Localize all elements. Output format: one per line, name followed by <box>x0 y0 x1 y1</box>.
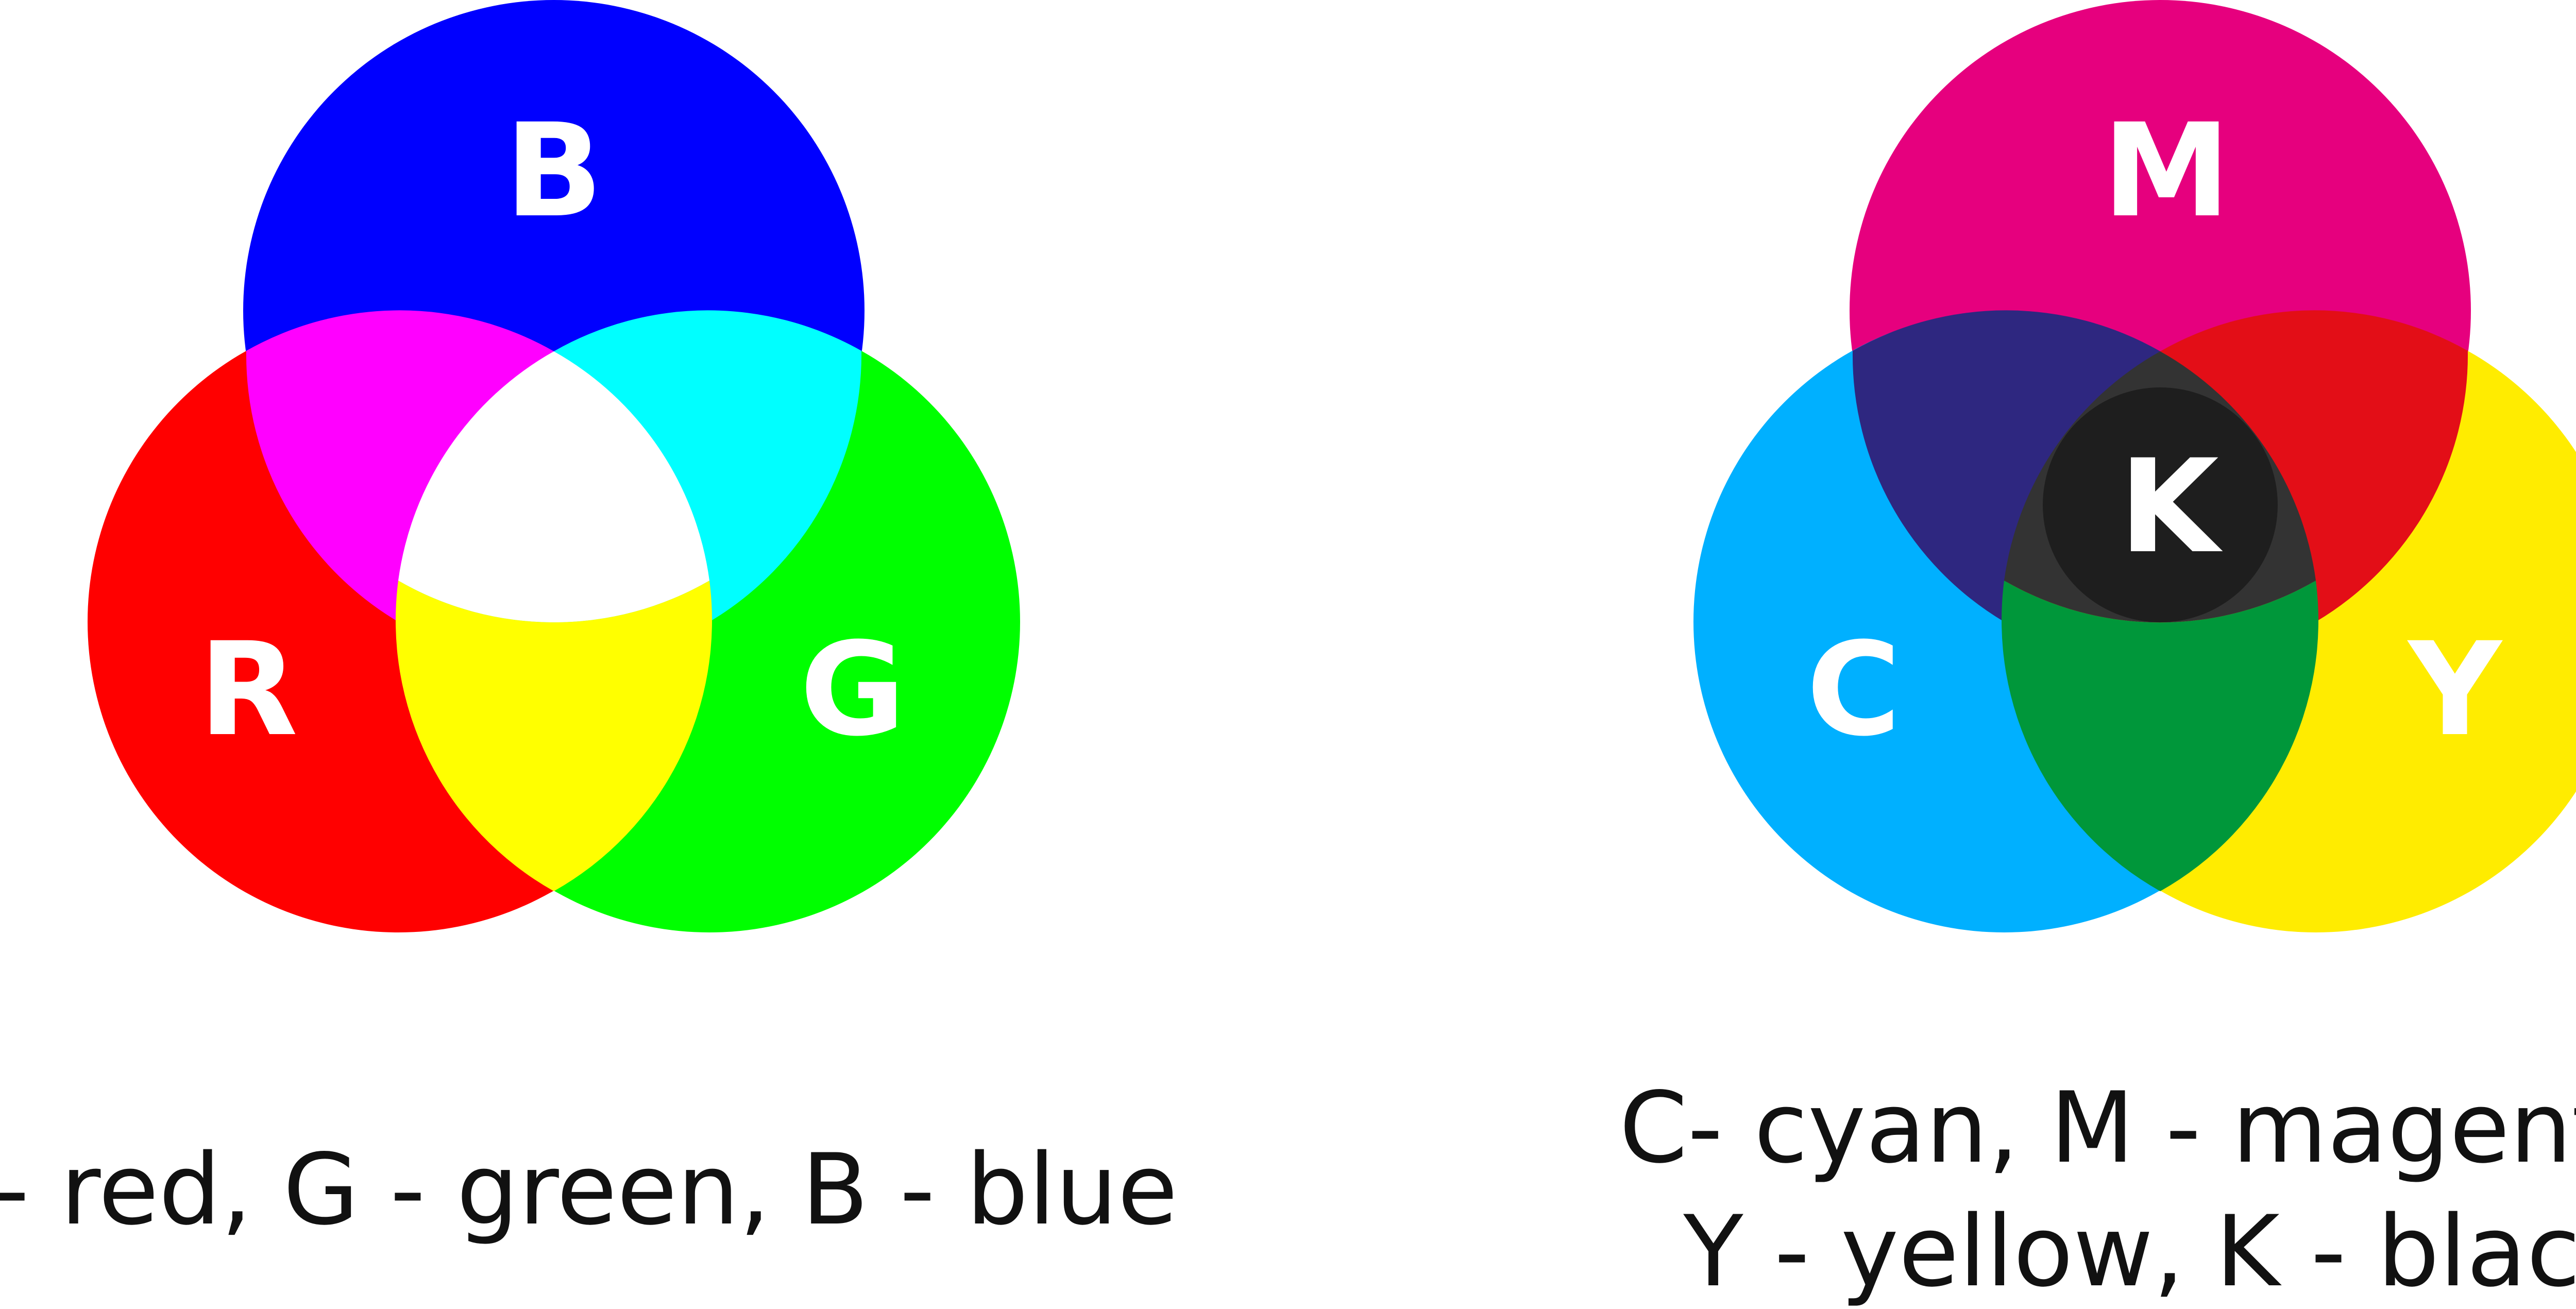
cmyk-label-c: C <box>1806 615 1901 764</box>
rgb-caption: R- red, G - green, B - blue <box>0 1133 1178 1247</box>
cmyk-red-overlap <box>2160 310 2468 622</box>
cmyk-label-m: M <box>2103 96 2231 246</box>
cmyk-black-circle <box>2043 387 2278 622</box>
rgb-cyan-overlap <box>554 310 862 622</box>
rgb-label-g: G <box>800 615 905 764</box>
cmyk-green-overlap <box>2002 581 2319 891</box>
rgb-label-b: B <box>505 96 603 246</box>
cmyk-diagram: M C Y K C- cyan, M - magenta, Y - yellow… <box>1619 0 2576 1308</box>
cmyk-caption-line-1: C- cyan, M - magenta, <box>1619 1071 2576 1185</box>
cmyk-label-k: K <box>2119 432 2223 582</box>
rgb-white-center <box>398 351 709 623</box>
rgb-diagram: B R G R- red, G - green, B - blue <box>0 0 1178 1247</box>
rgb-magenta-overlap <box>246 310 554 622</box>
cmyk-blue-overlap <box>1852 310 2160 622</box>
cmyk-caption-line-2: Y - yellow, K - black <box>1683 1195 2576 1308</box>
rgb-yellow-overlap <box>395 581 713 891</box>
rgb-label-r: R <box>199 615 298 764</box>
cmyk-label-y: Y <box>2406 615 2503 764</box>
